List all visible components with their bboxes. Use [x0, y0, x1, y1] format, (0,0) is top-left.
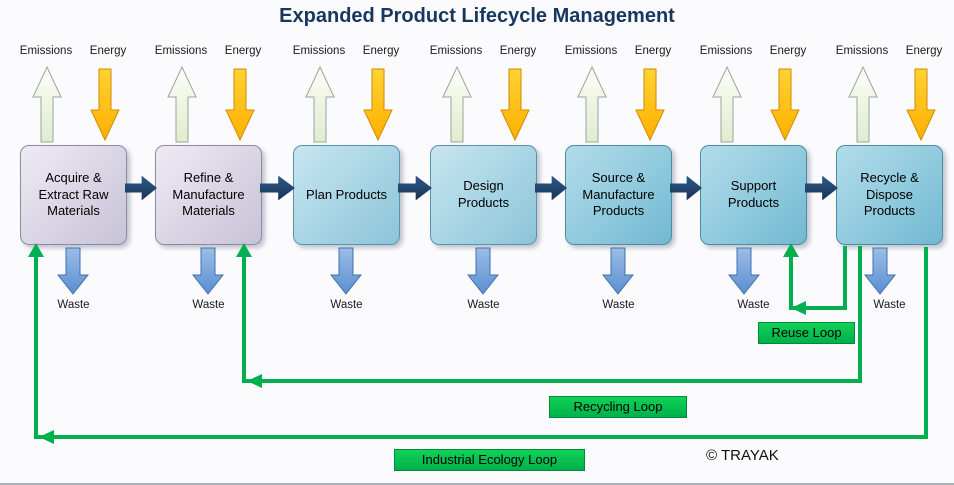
- reuse-loop-label: Reuse Loop: [758, 322, 855, 344]
- stage-box: Recycle & Dispose Products: [836, 145, 943, 245]
- waste-label: Waste: [57, 299, 90, 311]
- stage-box-label: Acquire & Extract Raw Materials: [38, 169, 109, 219]
- stage-box-label: Recycle & Dispose Products: [860, 169, 919, 219]
- waste-down-arrow-icon: [467, 247, 499, 295]
- energy-label: Energy: [89, 45, 127, 57]
- emissions-up-arrow-icon: [848, 66, 878, 143]
- emissions-up-arrow-icon: [577, 66, 607, 143]
- energy-down-arrow-icon: [363, 68, 393, 141]
- stage-box: Source & Manufacture Products: [565, 145, 672, 245]
- industrial-ecology-loop-line: [34, 247, 928, 439]
- energy-label: Energy: [362, 45, 400, 57]
- emissions-up-arrow-icon: [442, 66, 472, 143]
- emissions-label: Emissions: [154, 45, 208, 57]
- reuse-loop-arrowhead: [783, 243, 799, 257]
- reuse-loop-line: [789, 246, 847, 310]
- emissions-label: Emissions: [564, 45, 618, 57]
- emissions-label: Emissions: [292, 45, 346, 57]
- waste-down-arrow-icon: [864, 247, 896, 295]
- waste-label: Waste: [737, 299, 770, 311]
- copyright-text: © TRAYAK: [706, 447, 779, 464]
- energy-label: Energy: [224, 45, 262, 57]
- stage-box-label: Refine & Manufacture Materials: [172, 169, 245, 219]
- energy-label: Energy: [769, 45, 807, 57]
- emissions-up-arrow-icon: [712, 66, 742, 143]
- emissions-label: Emissions: [19, 45, 73, 57]
- stage-box: Acquire & Extract Raw Materials: [20, 145, 127, 245]
- waste-down-arrow-icon: [330, 247, 362, 295]
- recycling-loop-line: [242, 246, 862, 383]
- waste-down-arrow-icon: [602, 247, 634, 295]
- waste-down-arrow-icon: [728, 247, 760, 295]
- stage-source-manufacture: Emissions Energy Source & Manufacture Pr…: [565, 45, 672, 325]
- industrial-ecology-loop-left-arrowhead: [39, 430, 54, 444]
- energy-down-arrow-icon: [906, 68, 936, 141]
- stage-support-products: Emissions Energy Support Products Waste: [700, 45, 807, 325]
- waste-down-arrow-icon: [192, 247, 224, 295]
- emissions-label: Emissions: [429, 45, 483, 57]
- stage-box-label: Support Products: [727, 178, 780, 210]
- emissions-up-arrow-icon: [167, 66, 197, 143]
- waste-label: Waste: [467, 299, 500, 311]
- emissions-label: Emissions: [699, 45, 753, 57]
- emissions-up-arrow-icon: [32, 66, 62, 143]
- stage-box-label: Design Products: [457, 178, 510, 210]
- stage-box: Plan Products: [293, 145, 400, 245]
- recycling-loop-label: Recycling Loop: [549, 396, 687, 418]
- emissions-label: Emissions: [835, 45, 889, 57]
- industrial-ecology-loop-label: Industrial Ecology Loop: [394, 449, 585, 471]
- industrial-ecology-loop-arrowhead: [28, 243, 44, 257]
- energy-down-arrow-icon: [225, 68, 255, 141]
- diagram-title: Expanded Product Lifecycle Management: [279, 5, 675, 27]
- stage-box: Refine & Manufacture Materials: [155, 145, 262, 245]
- stage-acquire-extract: Emissions Energy Acquire & Extract Raw M…: [20, 45, 127, 325]
- energy-down-arrow-icon: [500, 68, 530, 141]
- reuse-loop-left-arrowhead: [791, 301, 806, 315]
- waste-down-arrow-icon: [57, 247, 89, 295]
- recycling-loop-arrowhead: [236, 243, 252, 257]
- stage-plan-products: Emissions Energy Plan Products Waste: [293, 45, 400, 325]
- waste-label: Waste: [192, 299, 225, 311]
- energy-label: Energy: [905, 45, 943, 57]
- waste-label: Waste: [330, 299, 363, 311]
- stage-box: Design Products: [430, 145, 537, 245]
- recycling-loop-left-arrowhead: [247, 374, 262, 388]
- energy-down-arrow-icon: [635, 68, 665, 141]
- stage-design-products: Emissions Energy Design Products Waste: [430, 45, 537, 325]
- waste-label: Waste: [602, 299, 635, 311]
- energy-label: Energy: [634, 45, 672, 57]
- emissions-up-arrow-icon: [305, 66, 335, 143]
- stage-box-label: Plan Products: [306, 186, 387, 202]
- waste-label: Waste: [873, 299, 906, 311]
- energy-label: Energy: [499, 45, 537, 57]
- stage-box: Support Products: [700, 145, 807, 245]
- stage-recycle-dispose: Emissions Energy Recycle & Dispose Produ…: [836, 45, 943, 325]
- energy-down-arrow-icon: [90, 68, 120, 141]
- stage-refine-manufacture: Emissions Energy Refine & Manufacture Ma…: [155, 45, 262, 325]
- stage-box-label: Source & Manufacture Products: [582, 169, 655, 219]
- energy-down-arrow-icon: [770, 68, 800, 141]
